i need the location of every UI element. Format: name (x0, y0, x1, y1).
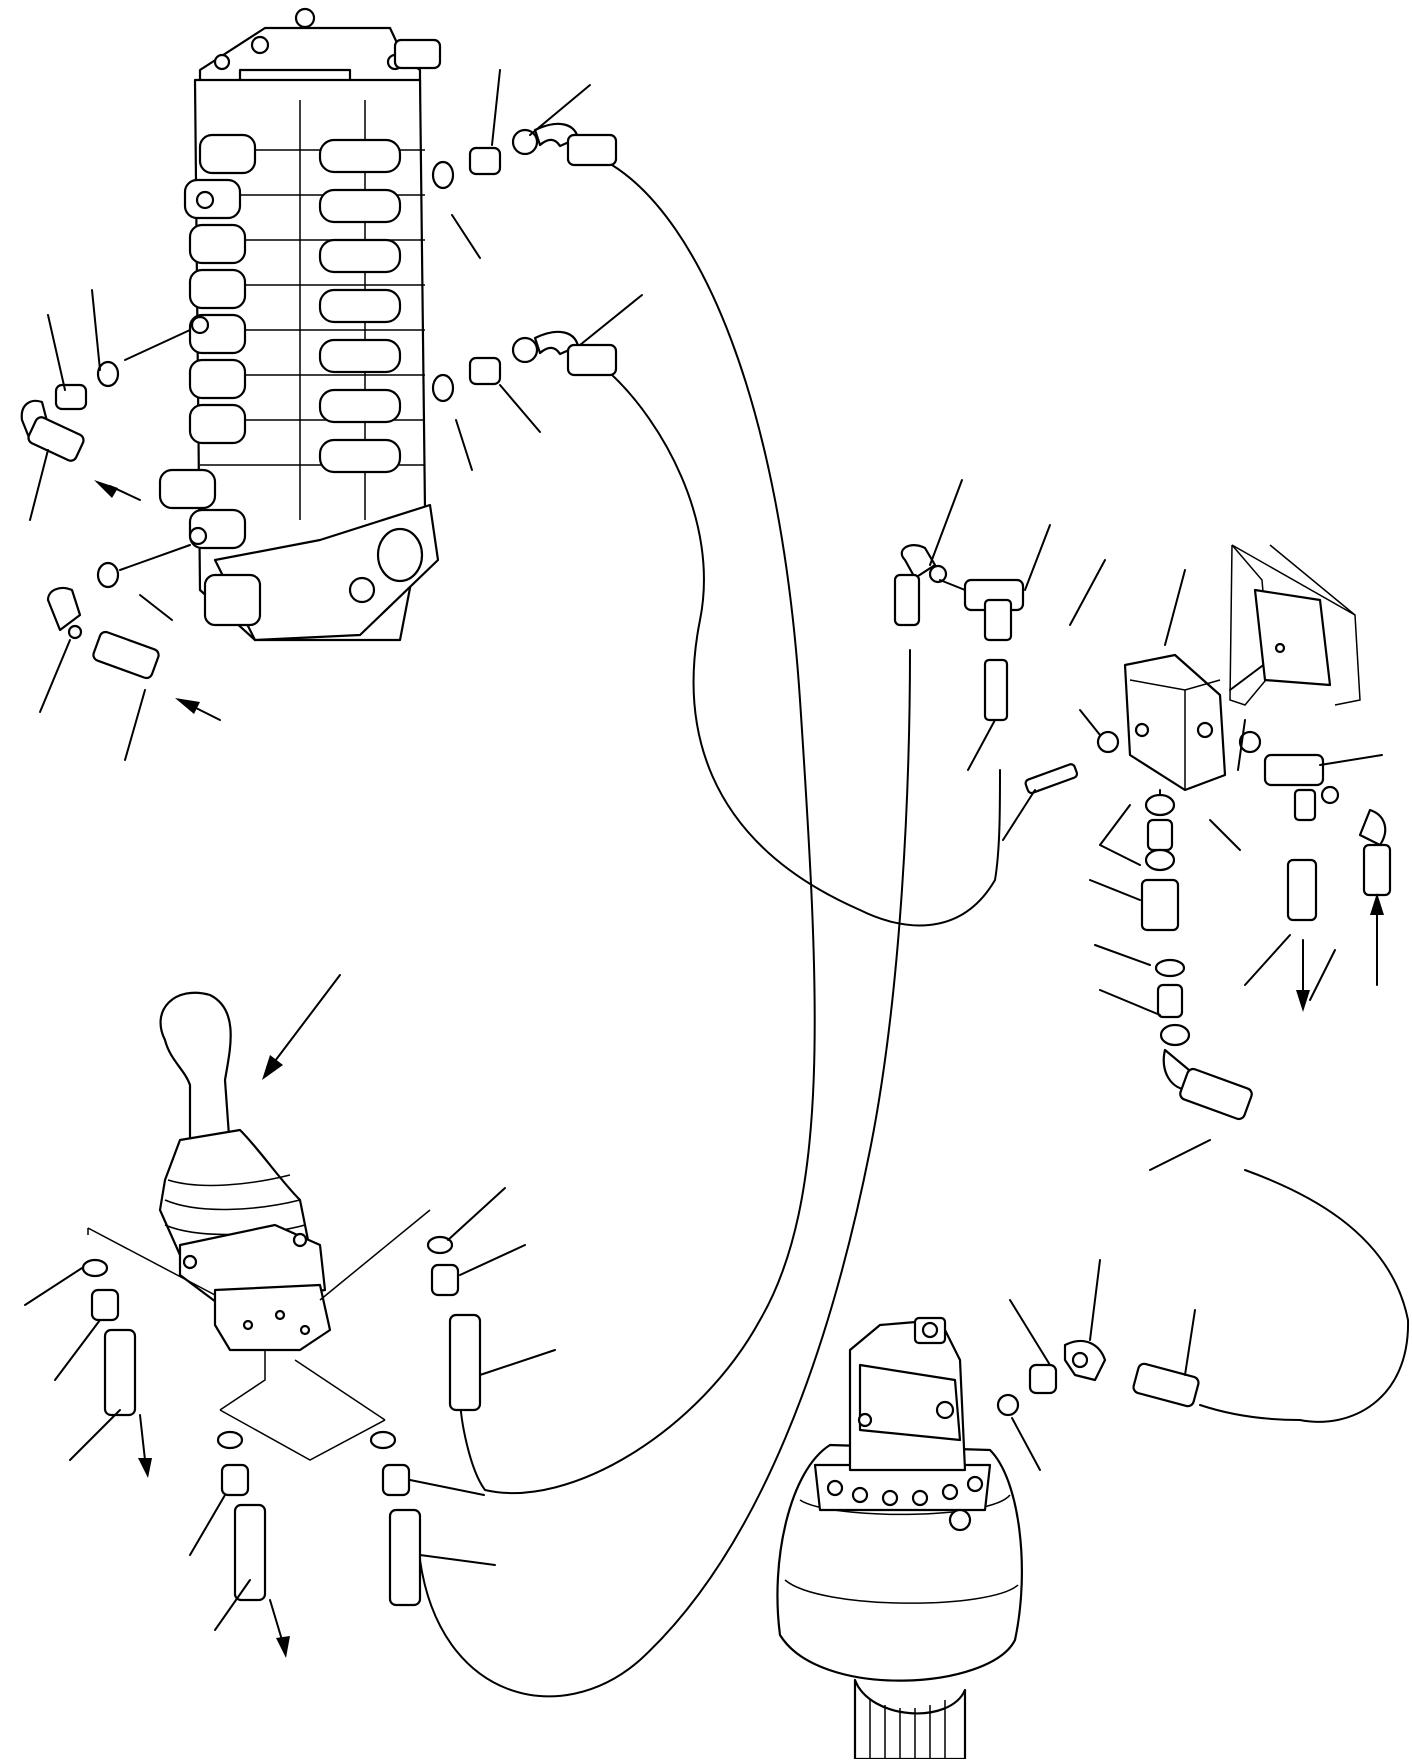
bracket-icon (1230, 545, 1360, 705)
valve-left-lower-fittings (40, 545, 220, 760)
swing-motor-fittings (998, 1260, 1200, 1470)
hose-block-to-lever (420, 650, 910, 1696)
block-icon (1003, 570, 1270, 840)
hose-valve-upper (460, 165, 815, 1493)
valve-left-upper-fittings (22, 290, 190, 520)
control-valve-icon (160, 9, 440, 640)
lever-center-fittings (190, 1432, 290, 1658)
lever-upper-right-fittings (428, 1188, 555, 1410)
lever-left-fittings (25, 1260, 152, 1478)
lever-right-fittings (371, 1432, 495, 1605)
block-tee-right (1238, 720, 1390, 1012)
hose-lines (420, 165, 1408, 1696)
hose-block-to-motor (1200, 1170, 1408, 1422)
valve-upper-fittings (433, 70, 616, 258)
block-tee-left (895, 480, 1105, 770)
valve-middle-fittings (433, 295, 642, 470)
block-down-stack (1090, 790, 1253, 1170)
joystick-icon (88, 975, 430, 1460)
swing-motor-icon (777, 1318, 1021, 1759)
hose-valve-middle (612, 375, 1000, 925)
